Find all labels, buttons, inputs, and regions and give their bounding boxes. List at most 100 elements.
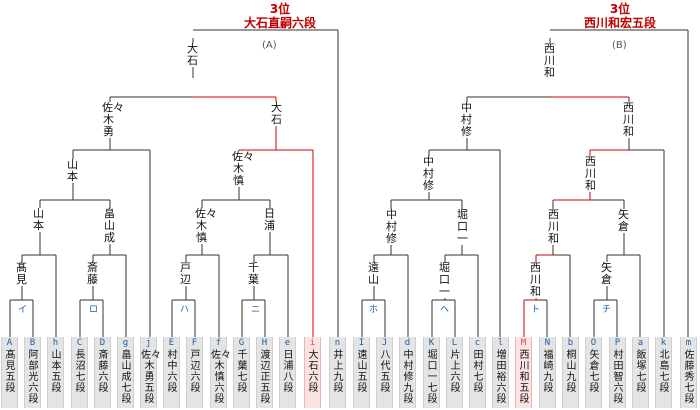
- player-name: 増田裕六段: [496, 350, 507, 405]
- player-slot[interactable]: l 増田裕六段: [492, 337, 509, 408]
- winner-label: 中村修: [385, 208, 398, 245]
- player-name: 佐々木勇五段: [141, 350, 161, 405]
- player-code: K: [428, 338, 435, 348]
- player-name: 長沼七段: [75, 350, 86, 394]
- player-code: I: [358, 338, 365, 348]
- winner-label: 佐々木慎: [195, 207, 217, 244]
- champion-b-name: 西川和宏五段: [583, 16, 656, 30]
- player-name: 田村七段: [473, 350, 484, 394]
- player-slot[interactable]: j 佐々木勇五段: [140, 337, 161, 408]
- r1-he: [445, 254, 479, 337]
- player-slot[interactable]: K 堀口一七段: [423, 337, 440, 408]
- winner-label: 西川和: [529, 261, 542, 298]
- player-code: e: [284, 338, 291, 348]
- player-slot[interactable]: n 井上九段: [329, 337, 346, 408]
- block-marker: ハ: [176, 304, 193, 317]
- winner-label: 遠山: [367, 261, 380, 286]
- winner-label: 西川和: [547, 208, 560, 245]
- r1-ho: [374, 254, 409, 337]
- player-name: 戸辺六段: [190, 350, 201, 394]
- player-name: 堀口一七段: [427, 350, 438, 405]
- r1-chi: [607, 254, 641, 337]
- block-marker: ト: [527, 304, 544, 317]
- winner-label: 堀口一: [438, 261, 451, 298]
- semis-b: [466, 97, 630, 150]
- r1-to: [553, 254, 571, 337]
- player-code: k: [660, 338, 667, 348]
- player-code: b: [567, 338, 574, 348]
- player-name: 佐藤秀七段: [684, 350, 695, 405]
- block-mark-a: (A): [262, 40, 277, 51]
- player-slot[interactable]: N 福崎九段: [539, 337, 556, 408]
- player-name: 北島七段: [659, 350, 670, 394]
- winner-label: 千葉: [247, 261, 260, 286]
- player-slot[interactable]: C 長沼七段: [71, 337, 88, 408]
- player-code: J: [381, 338, 388, 348]
- winner-label: 山本: [66, 158, 79, 183]
- player-name: 髙見五段: [5, 350, 16, 394]
- player-code: i: [309, 338, 316, 348]
- player-code: n: [334, 338, 341, 348]
- player-slot[interactable]: k 北島七段: [655, 337, 672, 408]
- player-name: 福崎九段: [543, 350, 554, 394]
- oishi-path: [239, 149, 314, 337]
- player-code: E: [168, 338, 175, 348]
- player-slot[interactable]: A 髙見五段: [1, 337, 18, 408]
- block-marker: チ: [598, 304, 615, 317]
- winner-label: 矢倉: [600, 261, 613, 286]
- player-code: l: [497, 338, 504, 348]
- player-code: C: [76, 338, 83, 348]
- winner-label: 中村修: [460, 101, 473, 138]
- player-name: 畠山成七段: [121, 350, 132, 405]
- player-name: 矢倉七段: [589, 350, 600, 394]
- block-marker: ホ: [365, 304, 382, 317]
- player-name: 中村修九段: [403, 350, 414, 405]
- player-code: A: [6, 338, 13, 348]
- winner-label: 佐々木慎: [232, 150, 254, 187]
- r1-ni-bar: [254, 254, 289, 337]
- champion-a-name: 大石直嗣六段: [243, 16, 316, 30]
- player-code: D: [99, 338, 106, 348]
- winner-label: 堀口一: [456, 208, 469, 245]
- player-code: B: [29, 338, 36, 348]
- block-to: [536, 299, 548, 337]
- player-code: j: [145, 338, 152, 348]
- winner-label: 大石: [270, 101, 283, 126]
- winner-label: 矢倉: [617, 208, 630, 233]
- block-marker: ヘ: [436, 304, 453, 317]
- winner-label: 畠山成: [103, 207, 116, 244]
- player-code: N: [544, 338, 551, 348]
- winner-label: 大石: [186, 42, 199, 67]
- player-slot[interactable]: E 村中六段: [163, 337, 180, 408]
- player-code: H: [261, 338, 268, 348]
- player-code: h: [52, 338, 59, 348]
- player-name: 村中六段: [167, 350, 178, 394]
- player-name: 井上九段: [333, 350, 344, 394]
- bye-sato: [550, 29, 689, 337]
- winner-label: 西川和: [584, 155, 597, 192]
- player-name: 村田智六段: [613, 350, 624, 405]
- rank-a: 3位: [269, 2, 291, 16]
- bye-kitajima: [629, 149, 665, 337]
